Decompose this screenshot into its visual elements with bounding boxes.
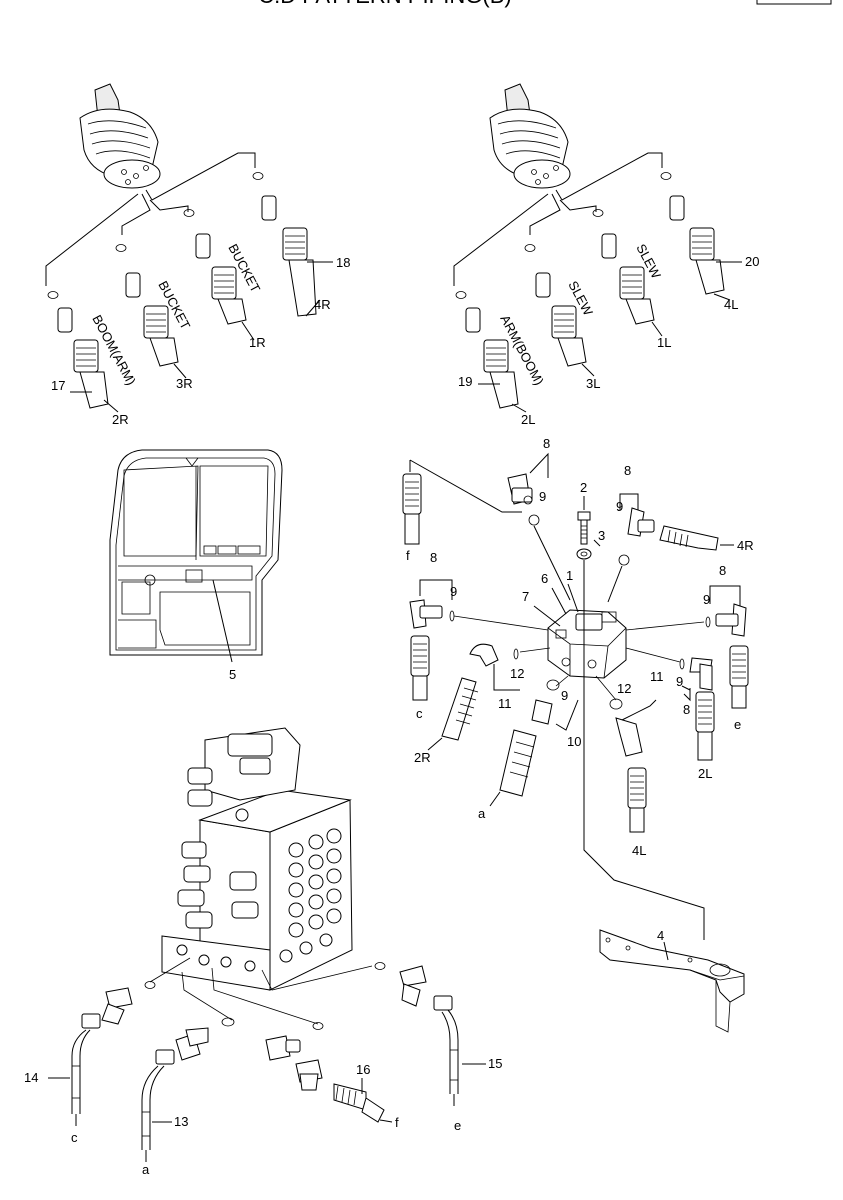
callout-8-left: 8 [430, 550, 437, 565]
port-label-c-terminal: c [416, 706, 423, 721]
port-label-2r: 2R [112, 412, 129, 427]
callout-6: 6 [541, 571, 548, 586]
elbow-fitting-top [507, 452, 571, 601]
fitting-hose-a: a [478, 679, 579, 821]
port-label-4r: 4R [314, 297, 331, 312]
elbow-fitting-right: e [705, 585, 749, 732]
callout-11-left: 11 [498, 696, 512, 711]
valve-hose-13: 13 a [141, 1027, 209, 1177]
page-number-box [756, 0, 832, 5]
callout-9-top: 9 [539, 489, 546, 504]
callout-18: 18 [336, 255, 350, 270]
callout-9-lower: 9 [561, 688, 568, 703]
callout-1: 1 [566, 568, 573, 583]
callout-14: 14 [24, 1070, 38, 1085]
terminal-hose-f: f [402, 459, 522, 563]
port-label-2l: 2L [521, 412, 535, 427]
right-lever-fitting-1r [195, 233, 255, 341]
port-label-4l-terminal: 4L [632, 843, 646, 858]
valve-hose-15: 15 e [399, 965, 502, 1133]
left-lever-hoses [453, 152, 672, 299]
port-label-4l: 4L [724, 297, 738, 312]
callout-4: 4 [657, 928, 664, 943]
elbow-fitting-2r: 2R [414, 643, 520, 765]
right-lever-fitting-3r [125, 272, 187, 379]
cab-group: 5 [109, 449, 283, 682]
callout-8-top: 8 [543, 436, 550, 451]
right-lever-group: 18 4R 1R 3R 2R 17 BUCKET BUCKET BOOM(ARM… [45, 83, 350, 427]
port-label-2r-terminal: 2R [414, 750, 431, 765]
callout-9-top-right: 9 [616, 499, 623, 514]
callout-13: 13 [174, 1114, 188, 1129]
port-label-c-valve: c [71, 1130, 78, 1145]
left-lever-fitting-1l [601, 233, 663, 337]
terminal-block-group: f [402, 436, 754, 1033]
terminal-block-body [533, 583, 627, 679]
right-lever-joystick [79, 83, 161, 189]
port-label-1l: 1L [657, 335, 671, 350]
port-label-e-terminal: e [734, 717, 741, 732]
control-valve-pipe-lines [144, 957, 386, 1030]
bolt-and-washer [576, 496, 601, 606]
callout-8-top-right: 8 [624, 463, 631, 478]
left-lever-fitting-2l [465, 307, 527, 413]
callout-12-right: 12 [617, 681, 631, 696]
port-label-3r: 3R [176, 376, 193, 391]
right-lever-hoses [45, 152, 264, 299]
callout-11-right: 11 [650, 669, 664, 684]
elbow-fitting-top-right: 4R [607, 493, 754, 603]
elbow-fitting-left: c [409, 579, 455, 721]
right-lever-fitting-2r [57, 307, 119, 413]
port-label-e-valve: e [454, 1118, 461, 1133]
callout-16: 16 [356, 1062, 370, 1077]
control-valve-body [161, 727, 353, 991]
callout-20: 20 [745, 254, 759, 269]
control-valve-group: 14 c 13 a 16 f [24, 727, 502, 1177]
callout-10: 10 [567, 734, 581, 749]
left-lever-joystick [489, 83, 571, 189]
left-lever-fitting-4l [669, 195, 742, 301]
port-label-a-terminal: a [478, 806, 486, 821]
callout-17: 17 [51, 378, 65, 393]
valve-hose-14: 14 c [24, 987, 133, 1145]
port-label-f-top: f [406, 548, 410, 563]
terminal-block-spokes [453, 615, 705, 701]
right-lever-fitting-4r [261, 195, 333, 317]
page-title: C.D PATTERN PIPING(B) [258, 0, 511, 8]
callout-19: 19 [458, 374, 472, 389]
port-label-a-valve: a [142, 1162, 150, 1177]
callout-8-right: 8 [719, 563, 726, 578]
callout-12-left: 12 [510, 666, 524, 681]
port-label-2l-terminal: 2L [698, 766, 712, 781]
callout-5: 5 [229, 667, 236, 682]
callout-9-lower-right: 9 [676, 674, 683, 689]
callout-3: 3 [598, 528, 605, 543]
callout-15: 15 [488, 1056, 502, 1071]
callout-9-right: 9 [703, 592, 710, 607]
port-label-1r: 1R [249, 335, 266, 350]
port-label-4r-terminal: 4R [737, 538, 754, 553]
elbow-fitting-lower-right: 2L [679, 657, 715, 781]
left-lever-group: 20 4L 1L 3L 2L 19 SLEW SLEW ARM(BOOM) [453, 83, 759, 427]
valve-hose-16: 16 f [265, 1035, 399, 1130]
bracket: 4 [583, 606, 745, 1033]
callout-8-lower-right: 8 [683, 702, 690, 717]
header: C.D PATTERN PIPING(B) [258, 0, 832, 8]
left-lever-fitting-3l [535, 272, 595, 377]
callout-7: 7 [522, 589, 529, 604]
port-label-3l: 3L [586, 376, 600, 391]
elbow-fitting-4l: 4L [609, 698, 657, 858]
port-label-f-valve: f [395, 1115, 399, 1130]
callout-2: 2 [580, 480, 587, 495]
callout-9-left: 9 [450, 584, 457, 599]
